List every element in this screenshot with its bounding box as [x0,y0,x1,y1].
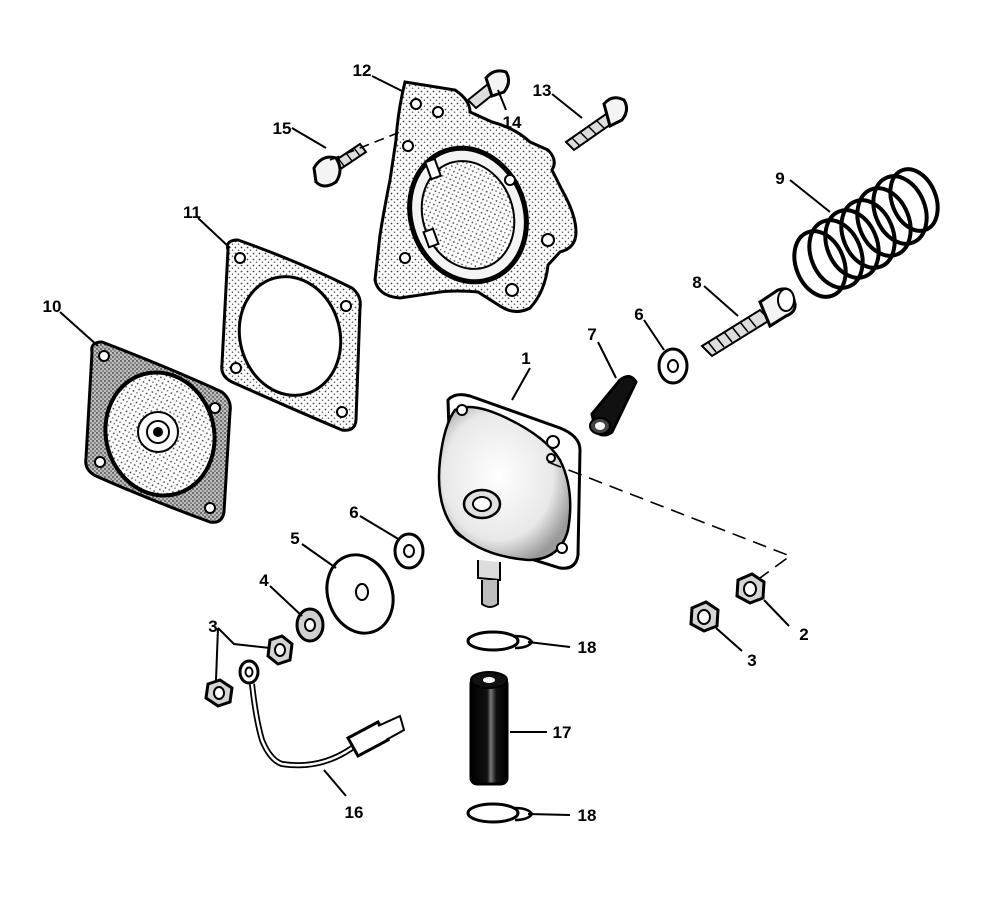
part-16-ground-wire [238,659,406,769]
callout-16: 16 [345,803,364,822]
part-11-gasket [220,238,362,432]
callout-8: 8 [692,273,701,292]
callout-12: 12 [353,61,372,80]
part-8-hex-bolt [700,287,797,358]
part-12-pump-body [373,80,578,313]
callout-3-left: 3 [208,617,217,636]
callout-9: 9 [775,169,784,188]
part-5-plate-washer [325,553,395,635]
callout-labels: 1 2 3 3 4 5 6 6 7 8 9 10 11 12 13 14 15 … [43,61,809,825]
part-14-screw [466,69,511,110]
callout-14: 14 [503,113,522,132]
part-18-hose-clamp-lower [466,802,534,824]
callout-leaders [59,75,831,816]
callout-5: 5 [290,529,299,548]
callout-15: 15 [273,119,292,138]
callout-6-upper: 6 [634,305,643,324]
callout-4: 4 [259,571,269,590]
part-2-hex-nut [735,572,766,605]
callout-13: 13 [533,81,552,100]
callout-6-lower: 6 [349,503,358,522]
callout-18-upper: 18 [578,638,597,657]
part-10-diaphragm [84,340,232,524]
part-3-hex-nut-pair [204,634,294,708]
part-15-screw [312,142,368,188]
part-9-coil-spring [792,167,940,299]
callout-17: 17 [553,723,572,742]
part-13-screw [564,96,629,152]
callout-2: 2 [799,625,808,644]
callout-18-lower: 18 [578,806,597,825]
callout-7: 7 [587,325,596,344]
part-1-pump-cover [437,393,582,608]
part-17-hose [469,671,509,786]
part-4-lock-washer [295,607,325,643]
assembly-guide-lines [329,131,792,579]
callout-10: 10 [43,297,62,316]
part-3-hex-nut [689,600,720,633]
callout-3-right: 3 [747,651,756,670]
part-6-flat-washer-lower [393,532,425,570]
part-6-flat-washer-upper [657,347,689,385]
part-18-hose-clamp-upper [466,630,534,652]
callout-1: 1 [521,349,530,368]
part-7-spring-retainer [589,375,638,437]
callout-11: 11 [183,203,201,222]
